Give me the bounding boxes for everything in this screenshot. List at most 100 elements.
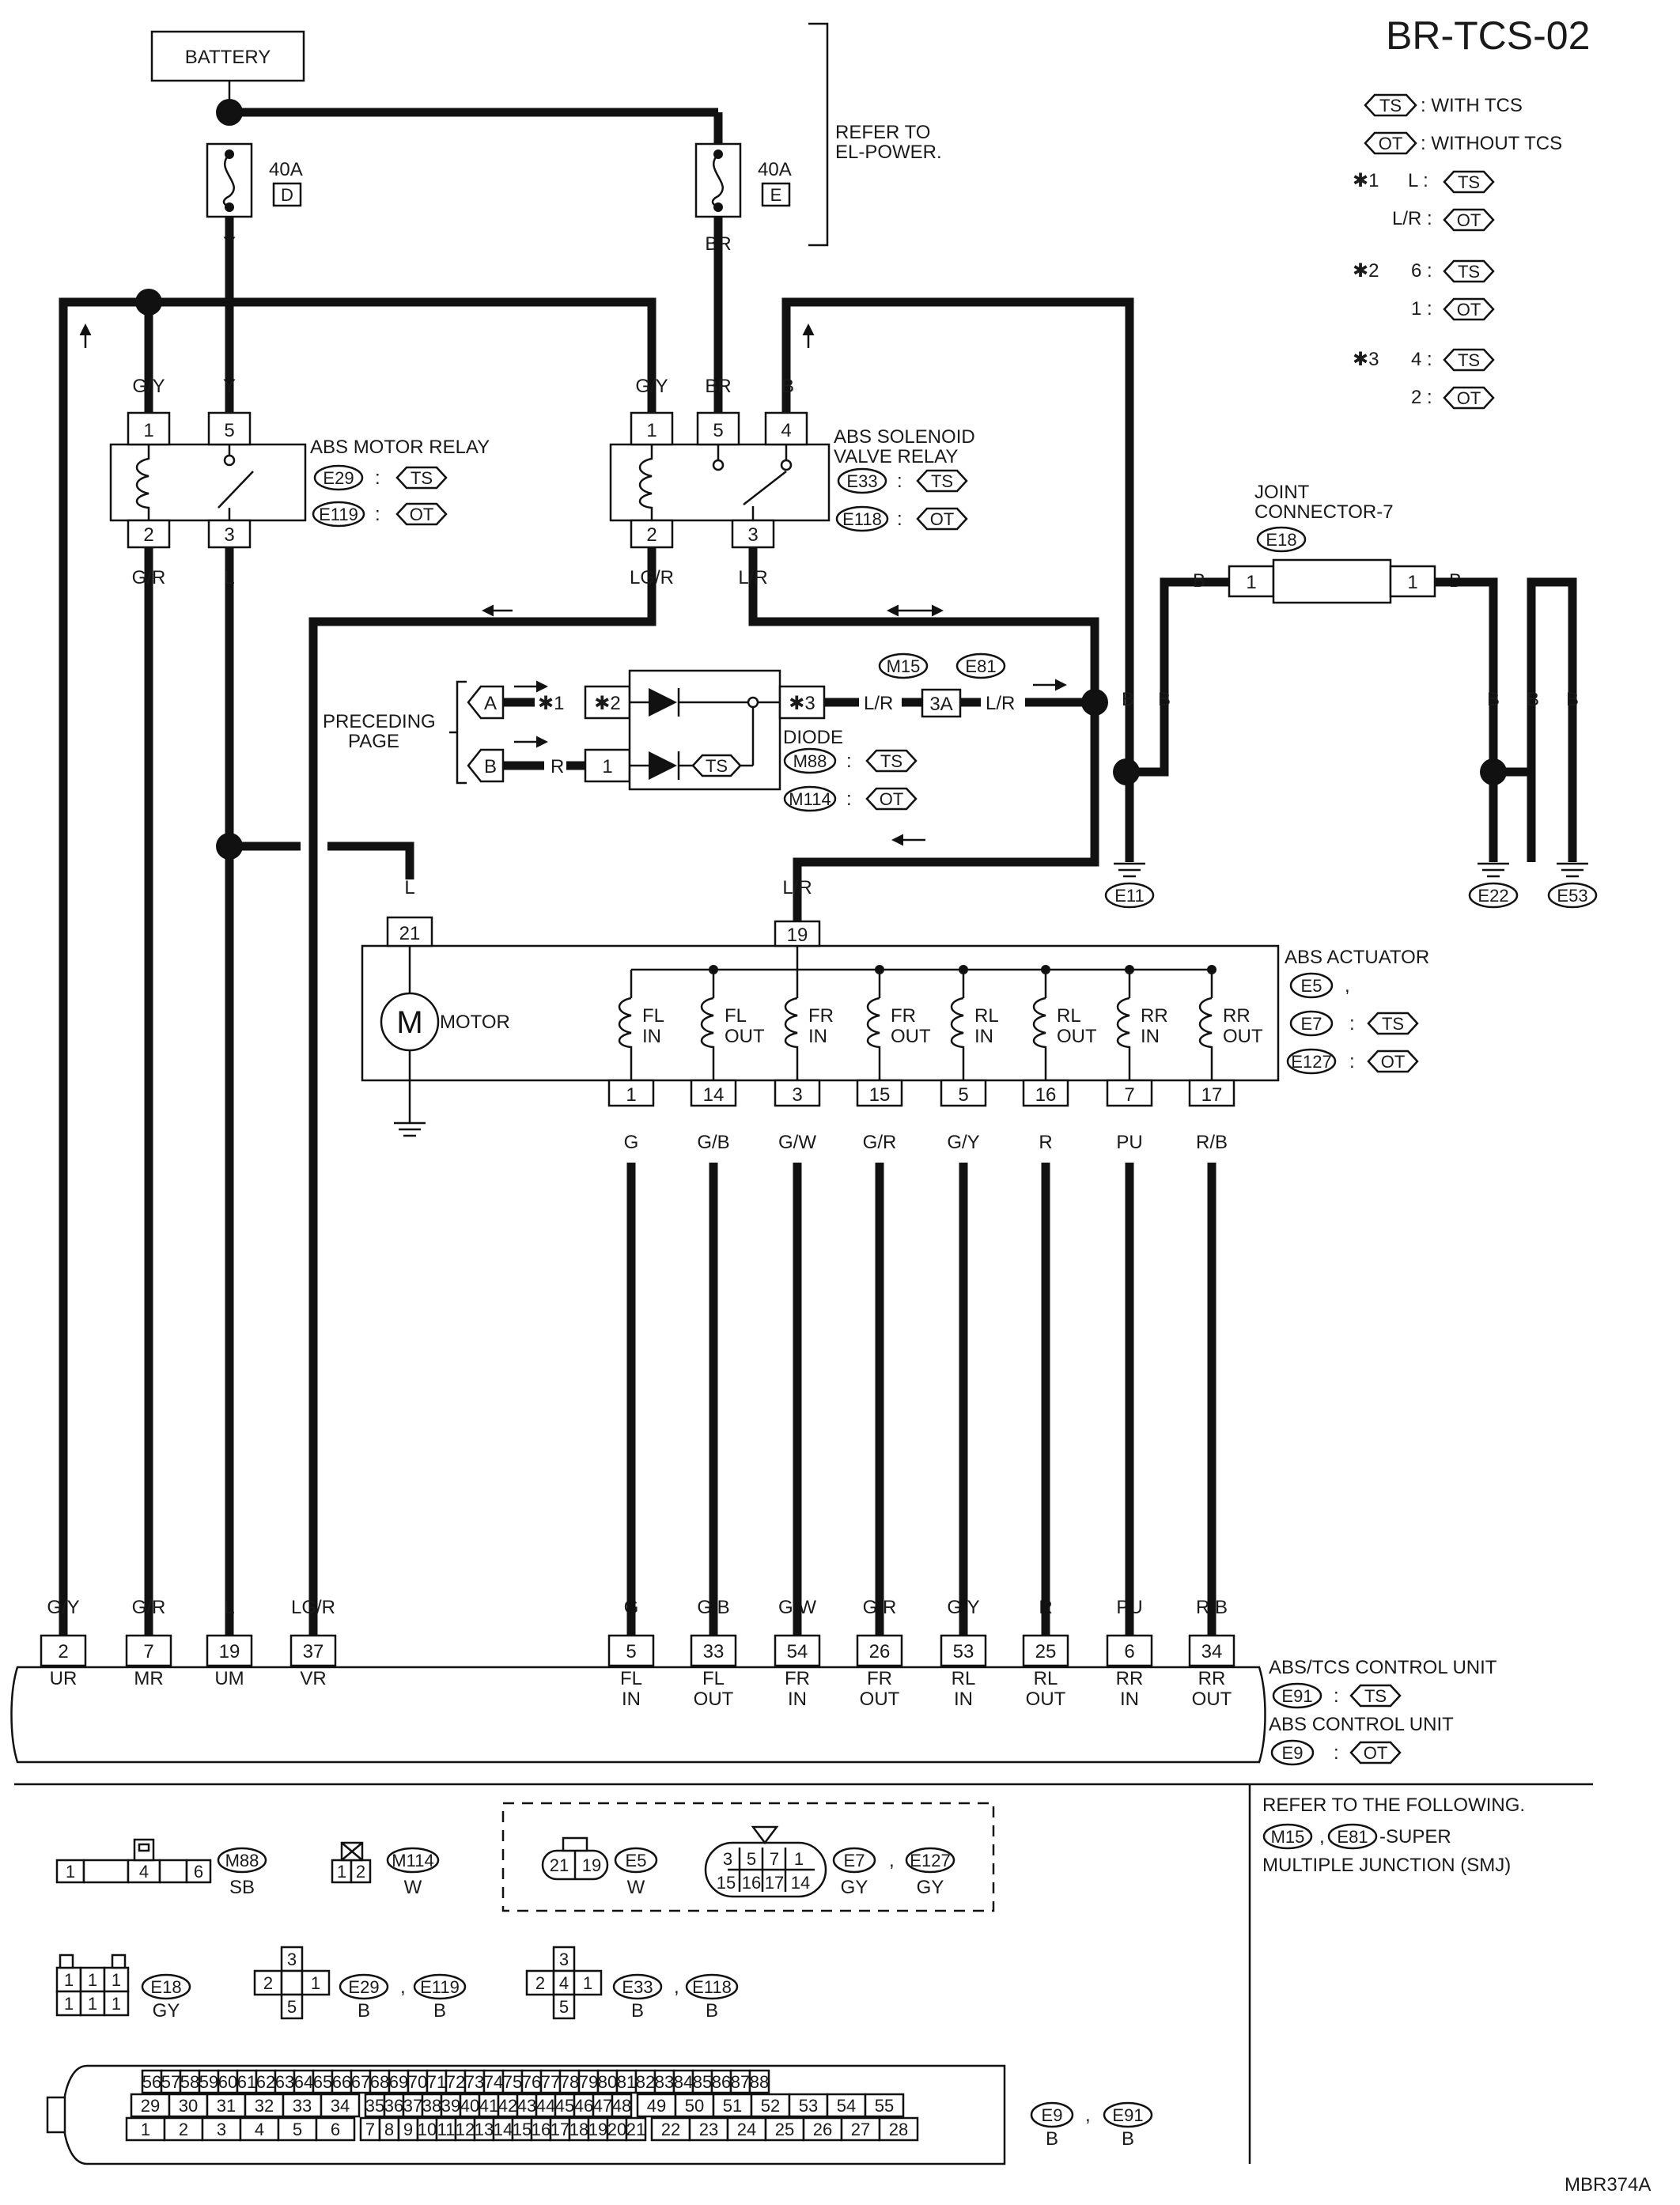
wire-color-label: R/B <box>1196 1132 1228 1153</box>
svg-text:3: 3 <box>723 1849 732 1869</box>
svg-text:✱1: ✱1 <box>1353 170 1379 191</box>
e9-pin: 45 <box>554 2093 576 2118</box>
legend: TS : WITH TCS OT : WITHOUT TCS ✱1 L : TS… <box>1353 93 1562 410</box>
ground-e11: E11 <box>1114 886 1145 906</box>
svg-text:85: 85 <box>693 2072 712 2092</box>
svg-text:78: 78 <box>560 2072 579 2092</box>
svg-text:TS: TS <box>1458 350 1480 370</box>
svg-text:EL-POWER.: EL-POWER. <box>835 142 942 163</box>
svg-text:18: 18 <box>569 2120 588 2139</box>
svg-text::: : <box>375 467 380 489</box>
e9-pin: 9 <box>397 2116 419 2142</box>
terminal-pin: 33 <box>703 1641 725 1662</box>
svg-text:51: 51 <box>723 2096 742 2116</box>
e9-pin: 42 <box>497 2093 519 2118</box>
wires-top: G/Y Y G/Y BR B G/R L LG/R L/R L L/R <box>59 217 1134 1641</box>
svg-text:L: L <box>224 567 234 588</box>
e9-pin: 65 <box>312 2069 334 2094</box>
terminal-label: VR <box>300 1668 326 1689</box>
svg-text:46: 46 <box>574 2096 593 2116</box>
svg-text:B: B <box>1158 689 1171 710</box>
svg-text:OT: OT <box>880 789 904 809</box>
terminal-pin: 19 <box>219 1641 240 1662</box>
svg-text:71: 71 <box>427 2072 446 2092</box>
svg-text:1: 1 <box>88 1994 97 2014</box>
svg-text:M15: M15 <box>1271 1827 1305 1847</box>
svg-text:2 :: 2 : <box>1411 387 1432 408</box>
svg-text:44: 44 <box>536 2096 555 2116</box>
terminal-label: OUT <box>860 1689 900 1710</box>
terminal-label: IN <box>622 1689 641 1710</box>
svg-text:M15: M15 <box>887 656 921 676</box>
e9-pin: 78 <box>558 2069 581 2094</box>
e9-pin: 7 <box>359 2116 381 2142</box>
svg-text:M114: M114 <box>789 789 831 809</box>
svg-text:2: 2 <box>263 1973 273 1993</box>
svg-text:29: 29 <box>141 2096 160 2116</box>
svg-text:26: 26 <box>813 2120 832 2139</box>
svg-text:1: 1 <box>602 756 612 777</box>
svg-text:81: 81 <box>617 2072 636 2092</box>
svg-text:4 :: 4 : <box>1411 349 1432 370</box>
e9-pin: 1 <box>125 2116 166 2142</box>
svg-text:63: 63 <box>275 2072 294 2092</box>
e9-pin: 18 <box>568 2116 590 2142</box>
svg-text:E7: E7 <box>844 1851 865 1870</box>
svg-text:E33: E33 <box>846 471 877 491</box>
svg-text:B: B <box>781 376 794 397</box>
svg-text:A: A <box>484 693 497 714</box>
terminal-pin: 2 <box>58 1641 68 1662</box>
svg-text:TS: TS <box>411 468 433 488</box>
svg-text:BR: BR <box>705 376 731 397</box>
svg-text:3: 3 <box>747 524 758 546</box>
actuator-pin: 3 <box>792 1084 802 1106</box>
svg-text:L :: L : <box>1408 170 1428 191</box>
svg-text:19: 19 <box>787 925 808 946</box>
svg-text:E5: E5 <box>626 1851 647 1870</box>
svg-text:L/R: L/R <box>864 693 893 714</box>
svg-text:21: 21 <box>626 2120 645 2139</box>
svg-text:17: 17 <box>765 1873 784 1893</box>
svg-text:20: 20 <box>607 2120 626 2139</box>
svg-text:6: 6 <box>331 2120 340 2139</box>
svg-text::: : <box>897 471 902 492</box>
svg-text:TS: TS <box>1379 96 1402 115</box>
e9-pin: 10 <box>416 2116 438 2142</box>
svg-text:84: 84 <box>674 2072 693 2092</box>
svg-text:25: 25 <box>775 2120 794 2139</box>
actuator-pin: 14 <box>703 1084 725 1106</box>
svg-text:E9: E9 <box>1042 2105 1063 2125</box>
svg-text:TS: TS <box>880 751 902 771</box>
svg-text:13: 13 <box>475 2120 494 2139</box>
svg-text:40A: 40A <box>758 159 792 180</box>
svg-text:1: 1 <box>112 1994 121 2014</box>
svg-text:L: L <box>404 877 414 898</box>
svg-text:48: 48 <box>612 2096 631 2116</box>
coil-label: OUT <box>1223 1026 1263 1047</box>
e9-pin: 73 <box>464 2069 486 2094</box>
svg-text:SB: SB <box>229 1877 255 1898</box>
e9-pin: 46 <box>573 2093 595 2118</box>
e9-pin: 63 <box>274 2069 296 2094</box>
e9-pin: 35 <box>364 2093 386 2118</box>
svg-text:27: 27 <box>851 2120 870 2139</box>
svg-text:,: , <box>400 1976 406 1998</box>
terminal-pin: 6 <box>1124 1641 1134 1662</box>
svg-text:M88: M88 <box>793 751 827 771</box>
svg-text:DIODE: DIODE <box>783 727 843 748</box>
svg-text:11: 11 <box>437 2120 456 2139</box>
e9-pin: 76 <box>520 2069 543 2094</box>
e9-pin: 74 <box>482 2069 505 2094</box>
svg-text:OT: OT <box>930 509 955 529</box>
svg-text:1: 1 <box>141 2120 150 2139</box>
svg-text:75: 75 <box>503 2072 522 2092</box>
svg-text:,: , <box>1319 1826 1325 1848</box>
svg-text:E118: E118 <box>692 1977 732 1997</box>
terminal-pin: 26 <box>869 1641 891 1662</box>
e9-pin: 87 <box>729 2069 751 2094</box>
coil-label: OUT <box>725 1026 765 1047</box>
svg-text:B: B <box>706 2000 718 2022</box>
svg-text:E81: E81 <box>965 656 996 676</box>
